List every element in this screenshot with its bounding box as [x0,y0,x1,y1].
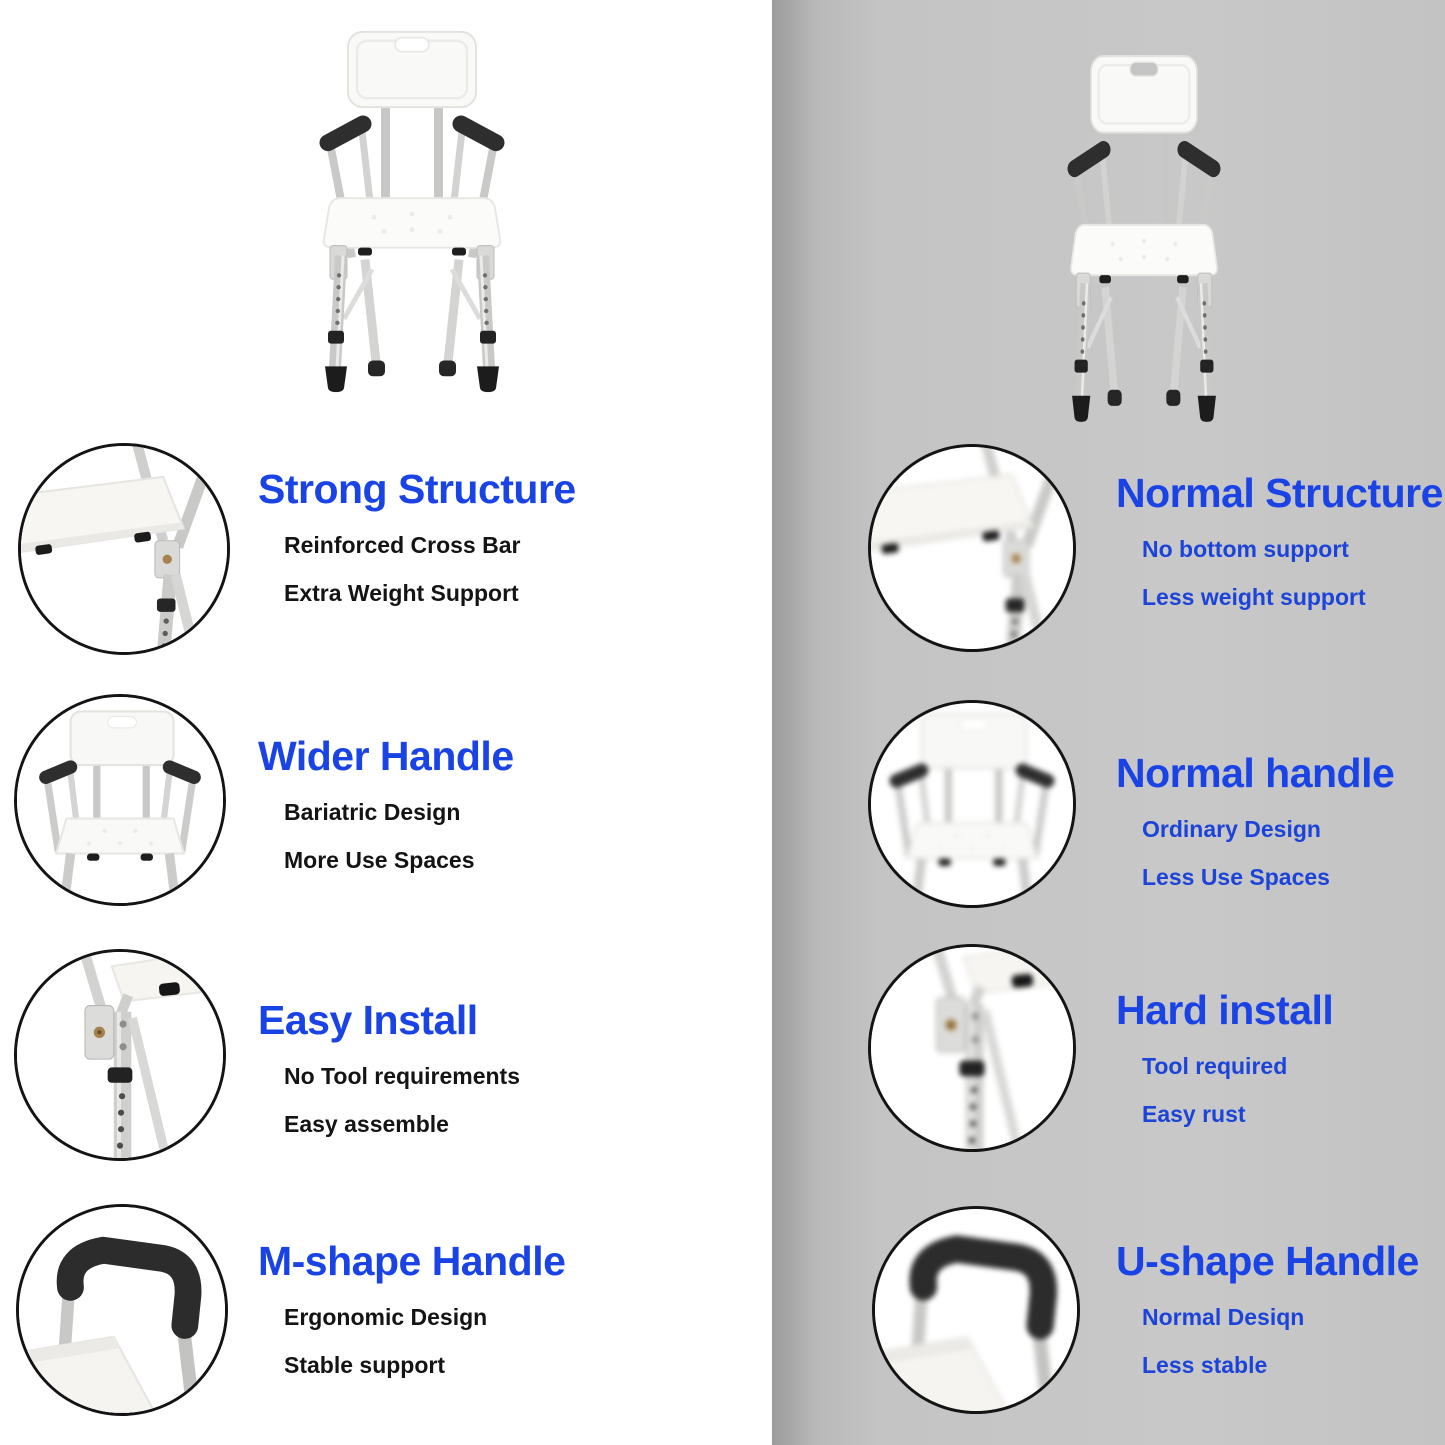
armrest-handle-zoom-icon [16,1204,228,1416]
shower-chair-photo-right [1020,44,1268,436]
feature-line: More Use Spaces [284,847,475,873]
feature-title: Normal Structure [1116,470,1443,516]
leg-joint-zoom-icon [14,949,226,1161]
feature-title: Wider Handle [258,733,514,779]
feature-line: Less weight support [1142,584,1366,610]
feature-line: Normal Desiqn [1142,1304,1305,1330]
leg-joint-zoom-blurred-icon [868,944,1076,1152]
feature-title: Normal handle [1116,750,1395,796]
feature-line: Less Use Spaces [1142,864,1330,890]
feature-line: No bottom support [1142,536,1349,562]
feature-line: Less stable [1142,1352,1268,1378]
feature-hard-install: Hard install Tool required Easy rust [1116,987,1334,1127]
seat-crossbar-zoom-blurred-icon [868,444,1076,652]
feature-normal-handle: Normal handle Ordinary Design Less Use S… [1116,750,1395,890]
feature-title: Hard install [1116,987,1334,1033]
feature-line: Easy assemble [284,1111,449,1137]
shower-chair-photo-left [262,20,562,406]
comparison-panel-left: Strong Structure Reinforced Cross Bar Ex… [14,20,577,1416]
feature-title: Easy Install [258,997,478,1043]
feature-line: Extra Weight Support [284,580,519,606]
feature-title: Strong Structure [258,466,576,512]
feature-title: M-shape Handle [258,1238,566,1284]
feature-strong-structure: Strong Structure Reinforced Cross Bar Ex… [258,466,576,605]
feature-normal-structure: Normal Structure No bottom support Less … [1116,470,1443,609]
feature-line: Ordinary Design [1142,816,1321,842]
feature-line: Ergonomic Design [284,1304,488,1330]
comparison-panel-right: Normal Structure No bottom support Less … [772,0,1445,1445]
feature-line: Bariatric Design [284,799,461,825]
feature-line: Easy rust [1142,1101,1246,1127]
armrest-handle-zoom-blurred-icon [872,1206,1080,1414]
feature-title: U-shape Handle [1116,1238,1419,1284]
seat-crossbar-zoom-icon [18,443,230,655]
feature-line: Stable support [284,1352,446,1378]
feature-wider-handle: Wider Handle Bariatric Design More Use S… [258,733,514,872]
chair-back-zoom-blurred-icon [868,700,1076,908]
feature-line: Tool required [1142,1053,1288,1079]
feature-line: No Tool requirements [284,1063,520,1089]
chair-back-zoom-icon [14,694,226,906]
feature-m-shape-handle: M-shape Handle Ergonomic Design Stable s… [258,1238,566,1378]
feature-u-shape-handle: U-shape Handle Normal Desiqn Less stable [1116,1238,1419,1377]
feature-easy-install: Easy Install No Tool requirements Easy a… [258,997,520,1136]
feature-line: Reinforced Cross Bar [284,532,521,558]
